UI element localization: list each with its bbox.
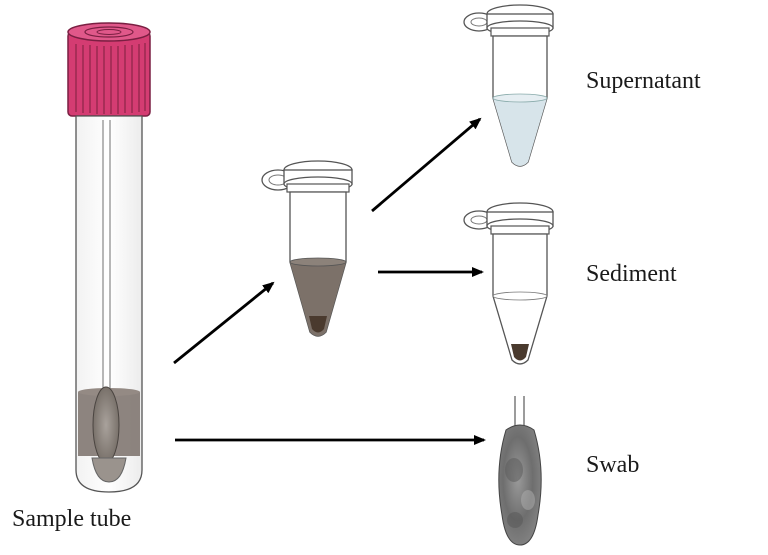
swab-label: Swab [586,452,640,478]
sample-tube-label: Sample tube [12,506,132,532]
swab-icon [498,396,542,546]
arrow-to-supernatant [371,117,482,213]
supernatant-label: Supernatant [586,68,701,94]
supernatant-tube-icon [463,4,554,167]
sample-tube-icon [67,22,151,493]
sediment-tube-icon [463,202,554,365]
arrow-to-microtube [173,281,275,365]
microcentrifuge-tube-icon [261,160,353,337]
arrow-icon [173,117,486,445]
sediment-label: Sediment [586,261,677,287]
